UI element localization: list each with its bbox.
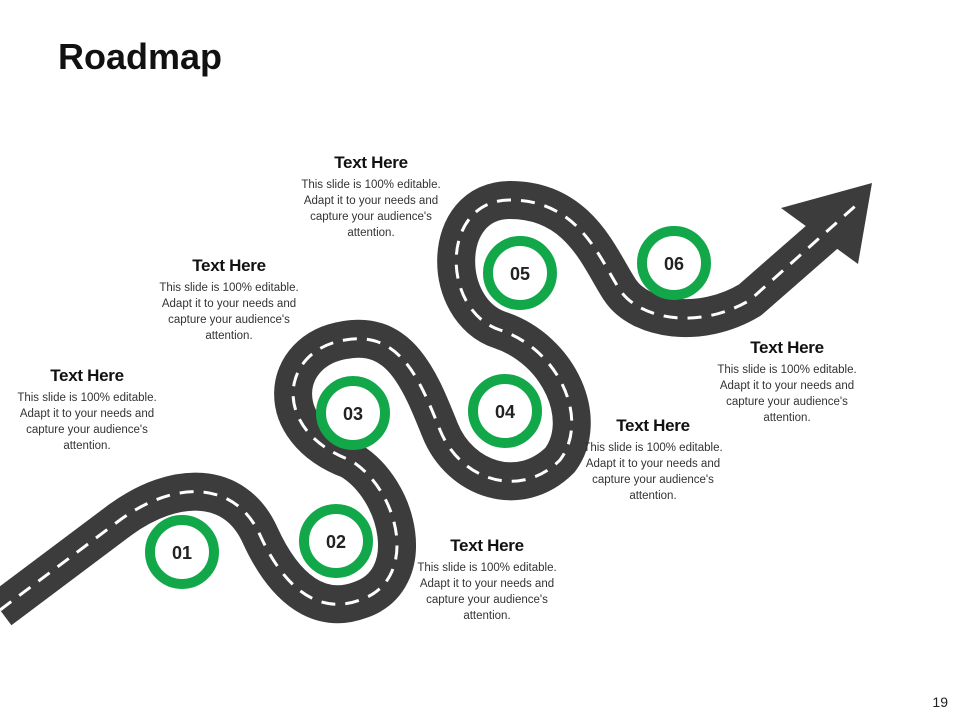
milestone-03: 03 — [316, 376, 390, 450]
milestone-number: 02 — [326, 532, 346, 552]
text-block-06: Text Here This slide is 100% editable. A… — [712, 338, 862, 426]
milestone-04: 04 — [468, 374, 542, 448]
milestone-05: 05 — [483, 236, 557, 310]
milestone-number: 01 — [172, 543, 192, 563]
milestone-number: 03 — [343, 404, 363, 424]
page-number: 19 — [932, 694, 948, 710]
road-center-dash — [0, 198, 863, 612]
milestone-06: 06 — [637, 226, 711, 300]
text-block-02: Text Here This slide is 100% editable. A… — [154, 256, 304, 344]
milestone-number: 05 — [510, 264, 530, 284]
text-block-body: This slide is 100% editable. Adapt it to… — [159, 282, 299, 342]
text-block-body: This slide is 100% editable. Adapt it to… — [717, 364, 857, 424]
text-block-body: This slide is 100% editable. Adapt it to… — [301, 179, 441, 239]
milestone-number: 06 — [664, 254, 684, 274]
text-block-body: This slide is 100% editable. Adapt it to… — [417, 562, 557, 622]
text-block-heading: Text Here — [334, 153, 408, 172]
text-block-heading: Text Here — [192, 256, 266, 275]
milestone-01: 01 — [145, 515, 219, 589]
slide-title: Roadmap — [58, 36, 223, 77]
text-block-04: Text Here This slide is 100% editable. A… — [412, 536, 562, 624]
road-arrowhead — [781, 183, 872, 264]
milestone-02: 02 — [299, 504, 373, 578]
text-block-body: This slide is 100% editable. Adapt it to… — [583, 442, 723, 502]
text-block-01: Text Here This slide is 100% editable. A… — [12, 366, 162, 454]
text-block-heading: Text Here — [450, 536, 524, 555]
text-block-heading: Text Here — [50, 366, 124, 385]
text-block-05: Text Here This slide is 100% editable. A… — [578, 416, 728, 504]
milestone-number: 04 — [495, 402, 515, 422]
text-block-body: This slide is 100% editable. Adapt it to… — [17, 392, 157, 452]
text-block-heading: Text Here — [750, 338, 824, 357]
text-block-03: Text Here This slide is 100% editable. A… — [296, 153, 446, 241]
text-block-heading: Text Here — [616, 416, 690, 435]
